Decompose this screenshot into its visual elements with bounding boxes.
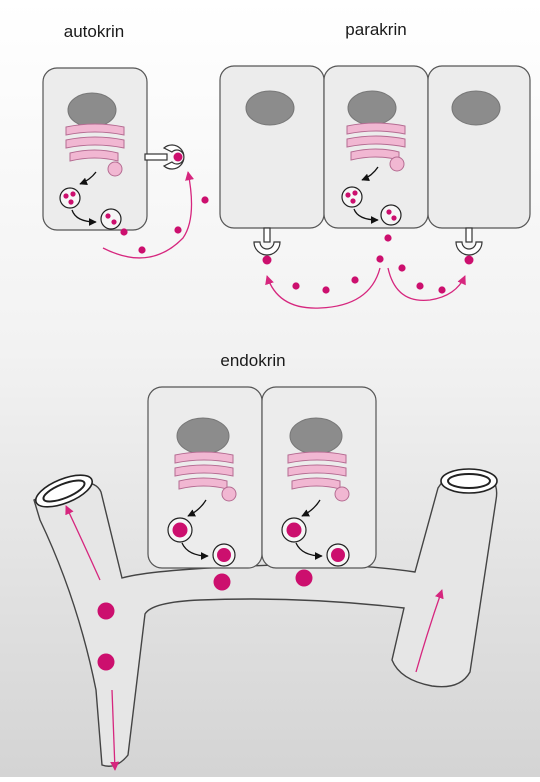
secreting-cell bbox=[323, 65, 429, 229]
golgi-apparatus bbox=[287, 451, 350, 502]
golgi-apparatus bbox=[174, 451, 237, 502]
flow-arrow-left bbox=[65, 505, 101, 581]
nucleus bbox=[67, 92, 117, 128]
endocrine-cell-right bbox=[261, 386, 377, 569]
secretory-vesicle bbox=[167, 517, 193, 543]
blood-flow-arrows bbox=[65, 505, 444, 771]
fusing-vesicle bbox=[100, 208, 122, 230]
signal-molecules bbox=[120, 196, 209, 254]
transport-arrow bbox=[79, 171, 97, 186]
label-endocrine: endokrin bbox=[220, 351, 285, 370]
neighbor-cell-left bbox=[219, 65, 325, 229]
endocrine-cell-left bbox=[147, 386, 263, 569]
flow-arrow-right bbox=[415, 589, 444, 673]
secretory-vesicle bbox=[281, 517, 307, 543]
signal-molecules bbox=[292, 234, 446, 294]
golgi-apparatus bbox=[346, 122, 406, 172]
exocytosis-arrow bbox=[295, 542, 323, 560]
transport-arrow bbox=[187, 499, 207, 517]
transport-arrow bbox=[361, 166, 379, 182]
flow-arrow-down bbox=[110, 689, 120, 771]
golgi-apparatus bbox=[65, 123, 125, 177]
receptor bbox=[144, 144, 185, 170]
nucleus bbox=[289, 417, 343, 455]
label-paracrine: parakrin bbox=[345, 20, 406, 39]
transport-arrow bbox=[301, 499, 321, 517]
hormone-molecules bbox=[97, 569, 313, 671]
label-autocrine: autokrin bbox=[64, 22, 124, 41]
exocytosis-arrow bbox=[353, 208, 379, 224]
exocytosis-arrow bbox=[71, 209, 97, 226]
paracrine-cells bbox=[219, 65, 531, 309]
nucleus bbox=[176, 417, 230, 455]
secretory-vesicle bbox=[59, 187, 81, 209]
fusing-vesicle bbox=[212, 543, 236, 567]
paracrine-arrow-left bbox=[265, 267, 381, 309]
paracrine-arrow-right bbox=[387, 267, 466, 302]
exocytosis-arrow bbox=[181, 542, 209, 560]
vessel-opening-right bbox=[440, 468, 498, 494]
nucleus bbox=[245, 90, 295, 126]
receptor-left bbox=[253, 227, 281, 265]
vessel-opening-left bbox=[35, 474, 93, 508]
neighbor-cell-right bbox=[427, 65, 531, 229]
fusing-vesicle bbox=[326, 543, 350, 567]
endocrine-cells bbox=[147, 386, 377, 569]
secretory-vesicle bbox=[341, 186, 363, 208]
receptor-right bbox=[455, 227, 483, 265]
fusing-vesicle bbox=[380, 204, 402, 226]
nucleus bbox=[347, 90, 397, 126]
autocrine-cell bbox=[42, 67, 209, 259]
autocrine-signal-arrow bbox=[102, 171, 195, 259]
nucleus bbox=[451, 90, 501, 126]
